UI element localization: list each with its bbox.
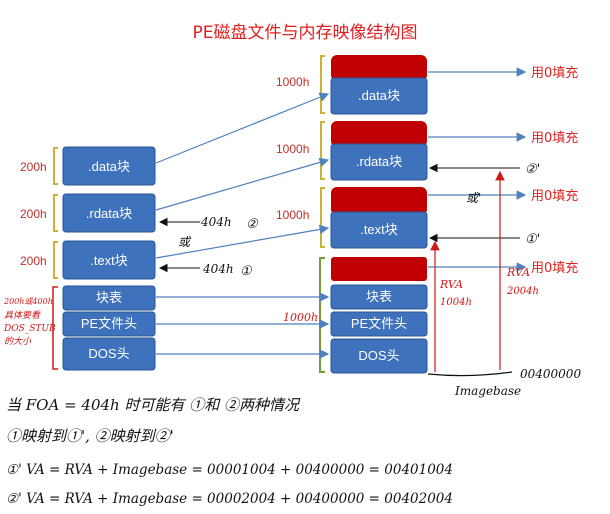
- memory-rdata-label: .rdata块: [356, 154, 402, 169]
- memory-data-size: 1000h: [276, 75, 309, 89]
- disk-data-label: .data块: [88, 159, 130, 174]
- note-line-2: ①映射到①', ②映射到②': [6, 427, 174, 445]
- disk-text-size: 200h: [20, 254, 47, 268]
- disk-file-column: .data块 .rdata块 .text块 块表 PE文件头 DOS头 200h…: [3, 146, 156, 371]
- handwritten-annotations: 404h ② 或 404h ① 或' ②' ①' RVA 1004h RVA 2…: [158, 162, 581, 398]
- imagebase-label: Imagebase: [454, 384, 521, 398]
- disk-rdata-block: [62, 193, 156, 233]
- case-1-mark: ①: [240, 264, 253, 279]
- disk-text-block: [62, 240, 156, 280]
- memory-data-bracket: [320, 55, 325, 114]
- memory-pe-header-label: PE文件头: [351, 316, 407, 331]
- rva-1-label: RVA: [439, 278, 463, 291]
- memory-text-label: .text块: [360, 222, 398, 237]
- disk-section-table-label: 块表: [96, 290, 122, 305]
- diagram-title: PE磁盘文件与内存映像结构图: [193, 23, 418, 43]
- fill-label-rdata: 用0填充: [531, 130, 578, 146]
- memory-data-label: .data块: [358, 88, 400, 103]
- fill-label-header: 用0填充: [531, 260, 578, 276]
- memory-section-table-block: [330, 284, 428, 310]
- memory-text-size: 1000h: [276, 208, 309, 222]
- memory-text-block: [330, 211, 428, 249]
- case-2p-mark: ②': [525, 162, 540, 177]
- disk-header-bracket: [52, 286, 58, 370]
- or-label-1: 或: [178, 235, 192, 249]
- memory-rdata-block: [330, 143, 428, 181]
- foa-label-2: 404h: [200, 215, 232, 229]
- foa-label-1: 404h: [202, 262, 234, 276]
- disk-header-note-1: 200h或400h: [3, 297, 53, 306]
- memory-header-bracket: [319, 257, 325, 373]
- memory-header-size: 1000h: [283, 311, 318, 324]
- case-1p-mark: ①': [525, 232, 540, 247]
- disk-section-table-block: [62, 285, 156, 311]
- memory-image-column: .data块 .rdata块 .text块 块表 PE文件头 DOS头 1000…: [276, 55, 428, 374]
- disk-data-size: 200h: [20, 160, 47, 174]
- case-2-mark: ②: [246, 217, 259, 232]
- note-line-3: ①' VA = RVA + Imagebase = 00001004 + 004…: [6, 462, 453, 478]
- memory-section-table-label: 块表: [366, 289, 392, 304]
- imagebase-line: [427, 371, 513, 377]
- fill-label-data: 用0填充: [531, 65, 578, 81]
- memory-text-padding: [331, 187, 427, 215]
- disk-dos-header-block: [62, 337, 156, 371]
- disk-text-label: .text块: [90, 253, 128, 268]
- map-rdata-arrow: [155, 157, 330, 211]
- memory-text-bracket: [320, 187, 325, 248]
- memory-header-padding: [331, 257, 427, 281]
- disk-rdata-bracket: [53, 194, 58, 232]
- disk-header-note-2: 具体要看: [4, 310, 41, 321]
- disk-pe-header-label: PE文件头: [81, 316, 137, 331]
- memory-pe-header-block: [330, 311, 428, 337]
- disk-text-bracket: [53, 241, 58, 279]
- map-data-arrow: [155, 92, 330, 164]
- fill-label-text: 用0填充: [531, 188, 578, 204]
- imagebase-value: 00400000: [520, 367, 581, 381]
- disk-rdata-label: .rdata块: [86, 206, 132, 221]
- disk-pe-header-block: [62, 311, 156, 337]
- or-label-2: 或': [466, 191, 481, 205]
- memory-rdata-padding: [331, 121, 427, 147]
- disk-data-block: [62, 146, 156, 186]
- disk-header-note-3: DOS_STUB: [3, 324, 56, 334]
- mapping-arrows: [155, 92, 330, 359]
- map-text-arrow: [155, 224, 330, 259]
- note-line-4: ②' VA = RVA + Imagebase = 00002004 + 004…: [6, 491, 453, 507]
- bottom-notes: 当 FOA = 404h 时可能有 ①和 ②两种情况 ①映射到①', ②映射到②…: [6, 396, 453, 507]
- memory-dos-header-label: DOS头: [358, 348, 399, 363]
- disk-rdata-size: 200h: [20, 207, 47, 221]
- zero-fill-arrows: 用0填充 用0填充 用0填充 用0填充: [428, 65, 578, 276]
- rva-2-value: 2004h: [506, 286, 539, 297]
- note-line-1: 当 FOA = 404h 时可能有 ①和 ②两种情况: [6, 396, 301, 414]
- memory-rdata-bracket: [320, 121, 325, 180]
- memory-rdata-size: 1000h: [276, 142, 309, 156]
- memory-data-padding: [331, 55, 427, 81]
- memory-dos-header-block: [330, 338, 428, 374]
- disk-dos-header-label: DOS头: [88, 346, 129, 361]
- rva-1-value: 1004h: [440, 297, 472, 308]
- memory-data-block: [330, 77, 428, 115]
- rva-2-label: RVA: [506, 266, 530, 279]
- disk-header-note-4: 的大小: [4, 336, 32, 347]
- disk-data-bracket: [53, 147, 58, 185]
